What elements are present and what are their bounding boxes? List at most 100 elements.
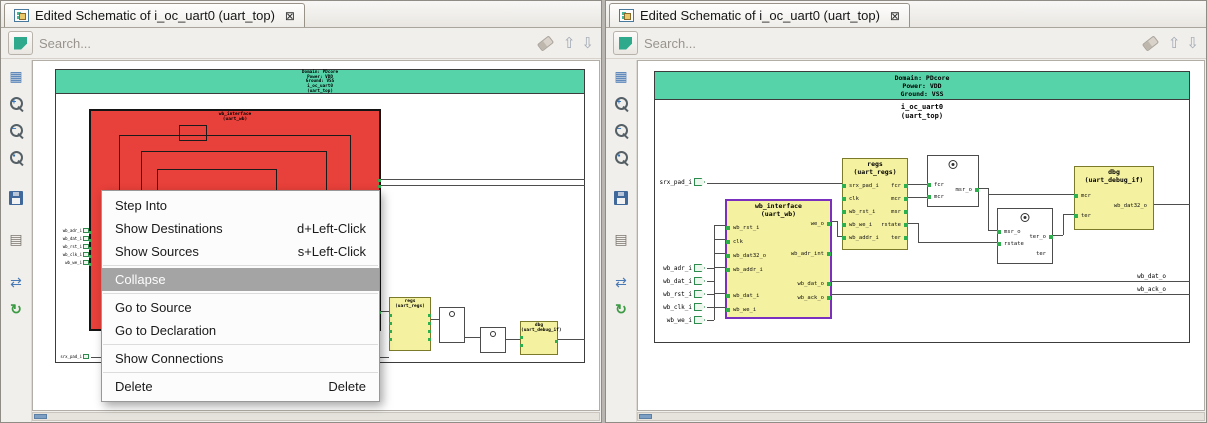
pin-label: wb_dat_i [663,277,692,285]
find-previous-icon[interactable]: ⇧ [1167,34,1181,52]
search-input[interactable] [644,35,1137,51]
overview-button[interactable]: ▦ [4,65,28,87]
input-pin[interactable]: wb_dat_i [55,236,89,241]
dbg-block-mini[interactable]: dbg (uart_debug_if) [520,321,562,355]
find-next-icon[interactable]: ⇩ [581,34,594,52]
zoom-in-button[interactable]: + [609,92,633,114]
port-label: wb_dat_o [797,281,831,287]
refresh-button[interactable]: ↻ [4,298,28,320]
input-pin[interactable]: wb_clk_i [644,303,705,311]
input-pin[interactable]: srx_pad_i [644,178,705,186]
scrollbar-thumb[interactable] [34,414,47,419]
input-pin[interactable]: wb_dat_i [644,277,705,285]
wire [714,307,725,308]
block-header: dbg (uart_debug_if) [521,322,562,333]
input-pin[interactable]: wb_rst_i [55,244,89,249]
menu-item-shortcut: s+Left-Click [297,244,366,259]
save-button[interactable] [4,187,28,209]
port-dot [89,255,92,258]
port-dot [428,338,431,341]
horizontal-scrollbar[interactable] [32,412,600,421]
menu-item-go-to-declaration[interactable]: Go to Declaration [102,319,379,342]
tab-bar: Edited Schematic of i_oc_uart0 (uart_top… [1,1,601,28]
wire [837,221,838,236]
pin-arrow-icon [83,252,89,257]
edit-mode-button[interactable] [8,31,33,55]
block-header: wb_interface (uart_wb) [727,201,830,218]
block-entity: (uart_debug_if) [1084,175,1144,184]
scrollbar-thumb[interactable] [639,414,652,419]
input-pin[interactable]: wb_adr_i [644,264,705,272]
zoom-fit-button[interactable]: ▪ [4,146,28,168]
wire [558,339,585,340]
block-name: regs [404,299,416,304]
port-label: clk [726,239,743,245]
wb-interface-block[interactable]: wb_interface (uart_wb) wb_rst_i clk wb_d… [725,199,832,319]
pin-label: wb_rst_i [62,244,82,249]
tab-edited-schematic[interactable]: Edited Schematic of i_oc_uart0 (uart_top… [609,3,910,27]
logic-box-mini[interactable] [439,307,465,343]
input-pin[interactable]: wb_clk_i [55,252,89,257]
find-next-icon[interactable]: ⇩ [1186,34,1199,52]
menu-item-show-connections[interactable]: Show Connections [102,347,379,370]
schematic-tab-icon [14,9,29,22]
port-dot [89,239,92,242]
tab-edited-schematic[interactable]: Edited Schematic of i_oc_uart0 (uart_top… [4,3,305,27]
regs-block-mini[interactable]: regs (uart_regs) [389,297,431,351]
search-input[interactable] [39,35,532,51]
tab-close-icon[interactable]: ⊠ [284,8,295,23]
clear-search-icon[interactable] [536,34,555,52]
port-label: mcr [891,196,908,202]
inner-label: wb_dat32_o [1113,203,1147,209]
input-pin[interactable]: srx_pad_i [55,354,89,359]
menu-item-go-to-source[interactable]: Go to Source [102,296,379,319]
schematic-toolbar: ▦ + − ▪ ▤ ⇄ ↻ [606,60,637,422]
pin-arrow-icon [83,228,89,233]
msr-logic-box[interactable]: fcr mcr msr_o [927,155,979,207]
pin-label: wb_dat_i [62,236,82,241]
edit-mode-button[interactable] [613,31,638,55]
wire [832,294,1190,295]
pin-label: wb_we_i [666,316,692,324]
tab-close-icon[interactable]: ⊠ [889,8,900,23]
zoom-fit-button[interactable]: ▪ [609,146,633,168]
wire [381,179,585,180]
regs-block[interactable]: regs (uart_regs) srx_pad_i clk wb_rst_i … [841,158,908,250]
properties-button[interactable]: ▤ [609,228,633,250]
horizontal-scrollbar[interactable] [637,412,1205,421]
search-toolbar: ⇧ ⇩ [1,28,601,59]
port-dot [89,247,92,250]
trace-button[interactable]: ⇄ [4,271,28,293]
zoom-in-button[interactable]: + [4,92,28,114]
overview-grid-icon: ▦ [614,68,628,84]
overview-button[interactable]: ▦ [609,65,633,87]
input-pin[interactable]: wb_adr_i [55,228,89,233]
wire [707,268,714,269]
port-label: msr [891,209,908,215]
menu-item-step-into[interactable]: Step Into [102,194,379,217]
zoom-out-button[interactable]: − [4,119,28,141]
dbg-block[interactable]: dbg (uart_debug_if) mcr ter wb_dat32_o [1074,166,1154,230]
refresh-button[interactable]: ↻ [609,298,633,320]
pin-arrow-icon [83,260,89,265]
input-pin[interactable]: wb_rst_i [644,290,705,298]
clear-search-icon[interactable] [1141,34,1160,52]
find-previous-icon[interactable]: ⇧ [562,34,576,52]
zoom-out-button[interactable]: − [609,119,633,141]
logic-box-mini[interactable] [480,327,506,353]
ter-logic-box[interactable]: msr_o rstate ter_o ter [997,208,1053,264]
pin-label: wb_rst_i [663,290,692,298]
wire [714,293,725,294]
menu-item-collapse[interactable]: Collapse [102,268,379,291]
input-pin[interactable]: wb_we_i [644,316,705,324]
input-pin[interactable]: wb_we_i [55,260,89,265]
save-button[interactable] [609,187,633,209]
trace-button[interactable]: ⇄ [609,271,633,293]
port-label: we_o [810,221,832,227]
schematic-canvas[interactable]: Domain: PDcore Power: VDD Ground: VSS i_… [637,60,1205,411]
properties-button[interactable]: ▤ [4,228,28,250]
tab-title: Edited Schematic of i_oc_uart0 (uart_top… [640,8,880,23]
